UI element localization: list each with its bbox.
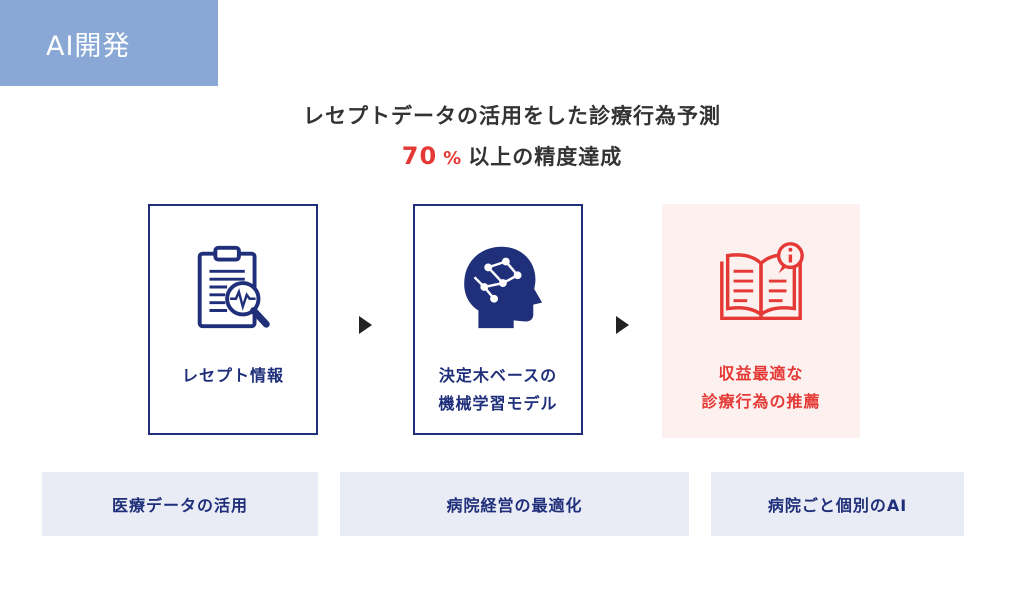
category-tag-label: AI開発	[46, 30, 131, 62]
accuracy-value: 70	[401, 142, 438, 170]
book-info-icon	[720, 242, 804, 321]
accuracy-text: 以上の精度達成	[468, 145, 623, 169]
clipboard-search-icon	[197, 245, 270, 329]
benefit-pill: 病院ごと個別のAI	[711, 472, 964, 536]
benefit-pill: 医療データの活用	[42, 472, 318, 536]
benefit-pill: 病院経営の最適化	[340, 472, 689, 536]
brain-head-icon	[464, 246, 543, 329]
step-label: 収益最適な 診療行為の推薦	[701, 364, 821, 411]
step-card-receipt: レセプト情報	[148, 204, 318, 435]
arrow-right-icon	[359, 316, 372, 334]
accuracy-unit: %	[443, 148, 463, 169]
arrow-right-icon	[616, 316, 629, 334]
step-card-model: 決定木ベースの 機械学習モデル	[413, 204, 583, 435]
step-label: レセプト情報	[181, 366, 284, 385]
step-label: 決定木ベースの 機械学習モデル	[438, 366, 558, 413]
result-line: 70%以上の精度達成	[0, 141, 1024, 171]
step-card-recommendation: 収益最適な 診療行為の推薦	[662, 204, 860, 438]
headline: レセプトデータの活用をした診療行為予測	[303, 104, 721, 128]
category-tag: AI開発	[0, 0, 218, 86]
